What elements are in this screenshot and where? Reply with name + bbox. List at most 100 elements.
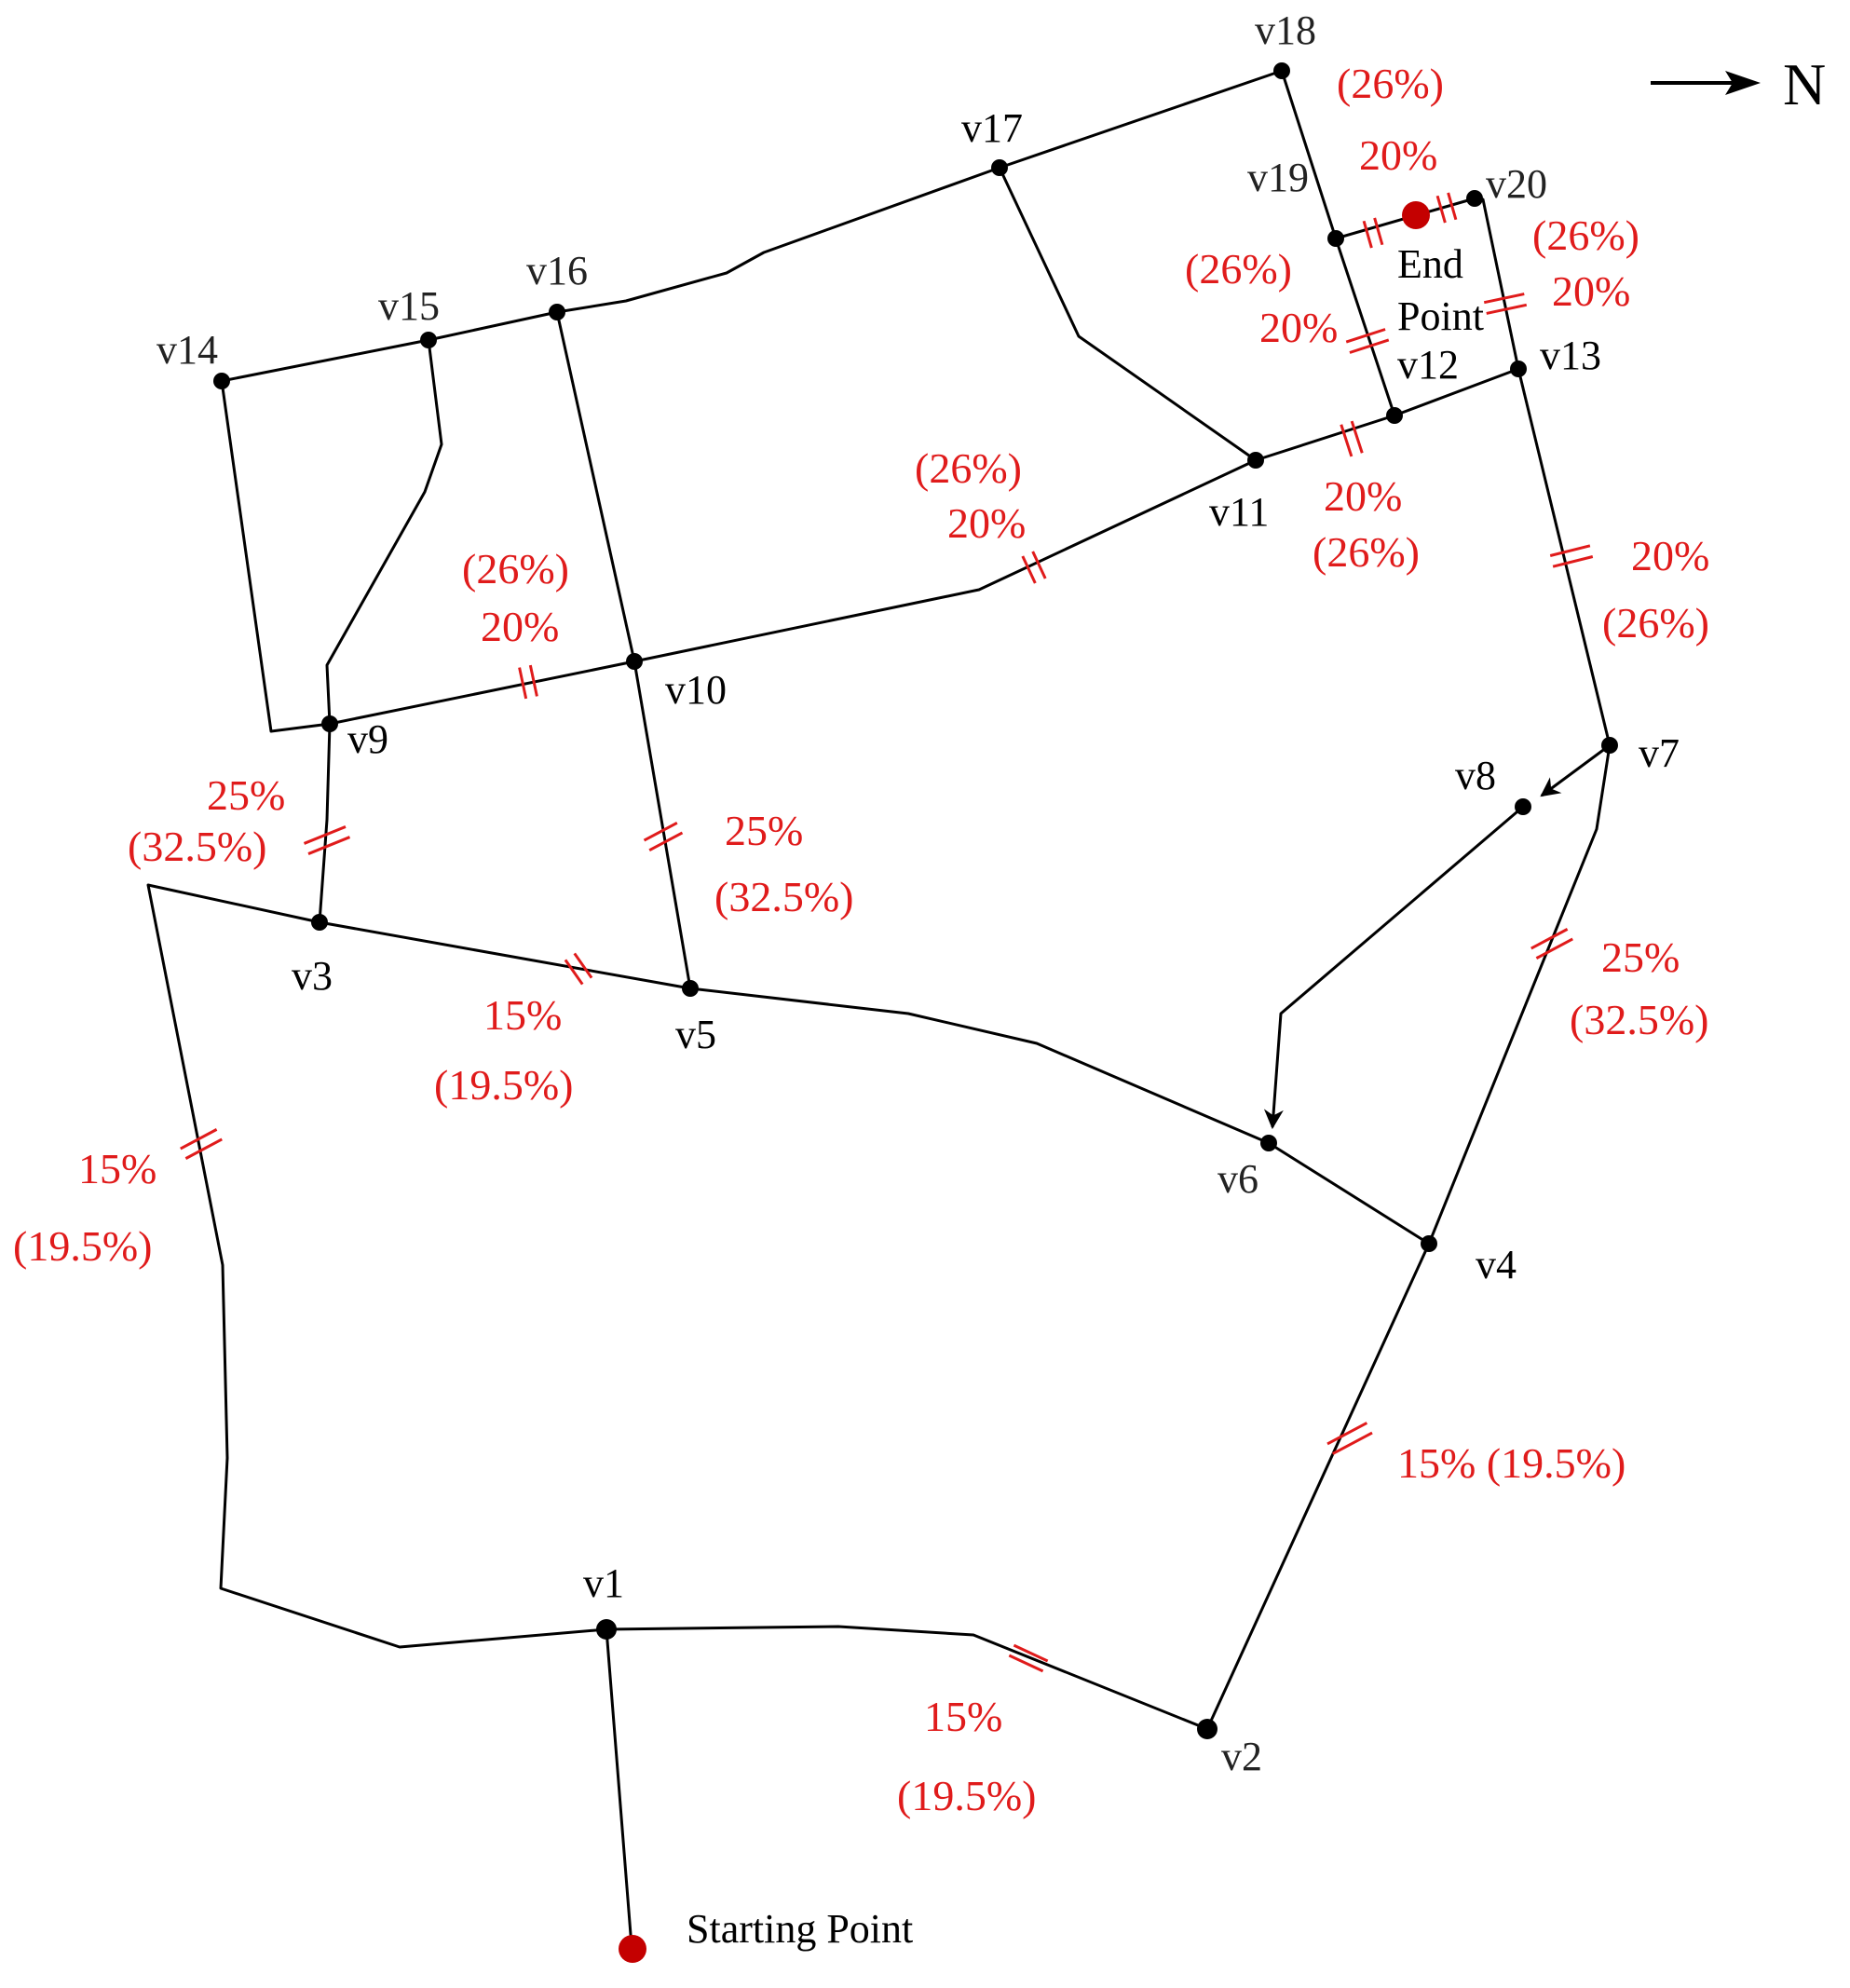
- rate-label: 20%: [1359, 131, 1437, 179]
- north-arrow: N: [1651, 51, 1826, 117]
- edge-start-v1: [605, 1628, 633, 1947]
- rate-label: (26%): [1313, 528, 1420, 576]
- edge-v8-v6-arrow: [1263, 805, 1524, 1130]
- road-edges: [146, 69, 1612, 1947]
- rate-tick-marks: [180, 192, 1594, 1673]
- rate-label: (19.5%): [434, 1061, 573, 1109]
- node-v14: [213, 373, 230, 389]
- starting-point-label: Starting Point: [687, 1906, 913, 1952]
- tick-mark: [1530, 928, 1573, 960]
- edge-v15-v9: [325, 339, 443, 725]
- label-v2: v2: [1221, 1734, 1262, 1779]
- tick-mark: [643, 821, 684, 852]
- edge-v19-v12: [1334, 238, 1396, 416]
- label-v4: v4: [1476, 1242, 1517, 1287]
- rate-label: 15%: [924, 1693, 1002, 1740]
- edge-v1-west-loop: [146, 883, 607, 1649]
- node-v5: [682, 980, 699, 997]
- rate-label: 20%: [1259, 304, 1338, 351]
- node-v7: [1601, 737, 1618, 754]
- node-v17: [991, 159, 1008, 176]
- vertex-labels: v1 v2 v3 v4 v5 v6 v7 v8 v9 v10 v11 v12 v…: [156, 7, 1680, 1779]
- rate-label: 15% (19.5%): [1397, 1439, 1626, 1487]
- node-v4: [1421, 1235, 1437, 1252]
- rate-label: (26%): [1532, 211, 1639, 259]
- rate-label: (26%): [1185, 245, 1292, 293]
- label-v6: v6: [1217, 1156, 1258, 1202]
- north-label: N: [1783, 51, 1826, 117]
- label-v13: v13: [1540, 333, 1601, 378]
- edge-v9-v10: [329, 660, 635, 726]
- rate-label: (32.5%): [128, 823, 266, 870]
- label-v20: v20: [1486, 161, 1547, 207]
- rate-label: 25%: [725, 807, 803, 854]
- label-v9: v9: [347, 716, 388, 762]
- edge-v10-v5: [633, 660, 692, 989]
- edge-v6-v4: [1268, 1141, 1430, 1246]
- edge-v7-v8-arrow: [1540, 743, 1611, 797]
- node-v10: [626, 653, 643, 670]
- edge-v16-v10: [555, 311, 636, 662]
- tick-mark: [1362, 217, 1384, 249]
- node-v9: [321, 715, 338, 732]
- label-v7: v7: [1639, 730, 1680, 776]
- edge-v7-v4: [1427, 744, 1612, 1245]
- rate-labels: (26%) 20% (26%) 20% (26%) 20% (26%) 20% …: [13, 60, 1709, 1819]
- endpoint-labels: Starting Point End Point: [687, 241, 1484, 1952]
- rate-label: (19.5%): [13, 1222, 152, 1270]
- rate-label: 20%: [947, 499, 1026, 547]
- rate-label: (32.5%): [714, 873, 853, 920]
- tick-mark: [180, 1128, 223, 1160]
- start-point-marker: [619, 1935, 646, 1963]
- label-v8: v8: [1455, 753, 1496, 798]
- label-v17: v17: [961, 105, 1023, 151]
- tick-mark: [1326, 1422, 1373, 1455]
- tick-mark: [1021, 551, 1047, 584]
- label-v19: v19: [1247, 155, 1309, 200]
- label-v16: v16: [526, 248, 588, 293]
- tick-mark: [303, 825, 351, 855]
- node-v19: [1327, 230, 1344, 247]
- node-v13: [1510, 361, 1527, 377]
- label-v18: v18: [1255, 7, 1316, 53]
- label-v12: v12: [1397, 342, 1459, 388]
- edge-v5-v6: [689, 987, 1270, 1145]
- rate-label: (32.5%): [1570, 996, 1708, 1043]
- edge-v17-v11: [998, 167, 1257, 462]
- rate-label: 25%: [1601, 933, 1680, 981]
- rate-label: 20%: [1324, 472, 1402, 520]
- rate-label: 20%: [1552, 267, 1630, 315]
- edge-v15-v16: [428, 310, 558, 342]
- rate-label: (26%): [915, 444, 1022, 492]
- rate-label: 20%: [1631, 532, 1709, 579]
- node-v18: [1273, 62, 1290, 79]
- edge-v16-v17: [556, 166, 1000, 314]
- rate-label: 15%: [78, 1145, 156, 1192]
- rate-label: (26%): [1602, 599, 1709, 647]
- edge-v20-v13: [1474, 197, 1520, 370]
- node-v1: [596, 1619, 617, 1640]
- label-v5: v5: [675, 1012, 716, 1057]
- end-point-marker: [1402, 201, 1430, 229]
- tick-mark: [1435, 192, 1458, 224]
- label-v14: v14: [156, 327, 218, 373]
- node-v8: [1515, 798, 1531, 815]
- edge-v1-v2: [605, 1625, 1208, 1731]
- node-v16: [549, 304, 565, 320]
- label-v10: v10: [665, 667, 727, 713]
- node-v11: [1247, 452, 1264, 469]
- edge-v13-v7: [1517, 368, 1612, 746]
- rate-label: (19.5%): [897, 1772, 1036, 1819]
- node-v20: [1466, 190, 1483, 207]
- edge-v10-v11: [633, 458, 1257, 663]
- rate-label: 20%: [481, 603, 559, 650]
- tick-mark: [1345, 328, 1390, 354]
- end-point-label-line2: Point: [1397, 293, 1484, 339]
- tick-mark: [564, 952, 593, 986]
- tick-mark: [518, 664, 538, 700]
- rate-label: (26%): [1337, 60, 1444, 107]
- node-v3: [311, 914, 328, 931]
- tick-mark: [1549, 544, 1594, 568]
- rate-label: 15%: [483, 991, 562, 1039]
